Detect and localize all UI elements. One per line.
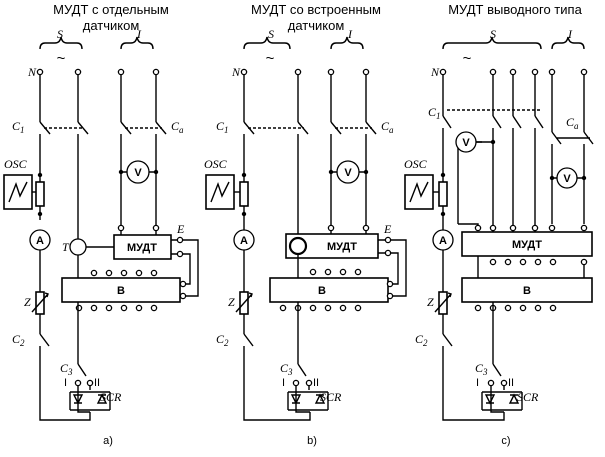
block-b-box	[461, 277, 593, 303]
svg-text:~: ~	[266, 50, 275, 67]
terminal	[117, 68, 125, 76]
svg-text:N: N	[430, 65, 440, 79]
oscilloscope-wave-icon	[210, 181, 230, 203]
panel-c-brace-i	[551, 36, 585, 50]
svg-text:OSC: OSC	[204, 157, 228, 171]
shunt-resistor	[239, 181, 249, 207]
panel-c-caption: c)	[501, 435, 510, 447]
svg-text:V: V	[134, 167, 142, 179]
scr-thyristor-icon	[290, 393, 326, 405]
panel-a-label-c3: C3	[60, 361, 73, 377]
svg-text:V: V	[344, 167, 352, 179]
panel-a-label-t: T	[62, 240, 70, 254]
svg-text:МУДТ: МУДТ	[512, 239, 542, 251]
panel-a-label-c2: C2	[12, 332, 25, 348]
terminal	[152, 68, 160, 76]
panel-a-label-osc: OSC	[4, 157, 28, 171]
b-terminals-top	[90, 269, 158, 277]
svg-text:A: A	[36, 235, 44, 247]
shunt-resistor	[438, 181, 448, 207]
svg-text:N: N	[231, 65, 241, 79]
panel-a-label-c1: C1	[12, 119, 25, 135]
svg-text:C2: C2	[415, 332, 428, 348]
svg-text:МУДТ: МУДТ	[327, 241, 357, 253]
svg-text:B: B	[318, 285, 326, 297]
panel-a-label-z: Z	[24, 295, 31, 309]
svg-text:A: A	[240, 235, 248, 247]
panel-a-label-i: I	[136, 27, 142, 41]
panel-a: МУДТ с отдельным датчиком S ~ I N C1 Ca …	[3, 2, 199, 447]
current-sensor-icon	[69, 238, 87, 256]
svg-text:Z: Z	[427, 295, 434, 309]
panel-a-title-line2: датчиком	[83, 18, 140, 33]
block-b-box	[61, 277, 181, 303]
svg-text:OSC: OSC	[404, 157, 428, 171]
block-b-box	[269, 277, 389, 303]
svg-text:I: I	[567, 27, 573, 41]
panel-a-caption: a)	[103, 435, 113, 447]
panel-b-title-line1: МУДТ со встроенным	[251, 2, 381, 17]
svg-text:II: II	[94, 377, 100, 389]
panel-c-title: МУДТ выводного типа	[448, 2, 582, 17]
svg-text:SCR: SCR	[320, 390, 342, 404]
svg-text:I: I	[476, 377, 479, 389]
svg-text:Ca: Ca	[381, 119, 394, 135]
panel-b-brace-s	[243, 36, 291, 50]
svg-text:V: V	[462, 137, 470, 149]
scr-thyristor-icon	[72, 393, 108, 405]
panel-a-label-s: S	[57, 27, 63, 41]
svg-text:~: ~	[463, 50, 472, 67]
voltmeter-icon	[556, 167, 578, 189]
voltmeter-icon	[336, 160, 360, 184]
svg-text:A: A	[439, 235, 447, 247]
svg-text:C3: C3	[475, 361, 488, 377]
svg-text:I: I	[64, 377, 67, 389]
svg-text:II: II	[313, 377, 319, 389]
voltmeter-icon	[126, 160, 150, 184]
panel-b-title-line2: датчиком	[288, 18, 345, 33]
svg-text:B: B	[523, 285, 531, 297]
svg-text:C1: C1	[216, 119, 229, 135]
panel-c: МУДТ выводного типа S ~ I N C1 V Ca V OS…	[404, 2, 594, 447]
shunt-resistor	[35, 181, 45, 207]
svg-text:E: E	[383, 222, 392, 236]
built-in-sensor-icon	[288, 236, 308, 256]
svg-text:Z: Z	[228, 295, 235, 309]
panel-a-title-line1: МУДТ с отдельным	[53, 2, 169, 17]
panel-b: МУДТ со встроенным датчиком S ~ I N C1 C…	[204, 2, 407, 447]
svg-text:C2: C2	[216, 332, 229, 348]
svg-text:B: B	[117, 285, 125, 297]
terminal	[74, 68, 82, 76]
svg-text:МУДТ: МУДТ	[127, 242, 157, 254]
oscilloscope-wave-icon	[409, 181, 429, 203]
panel-a-label-n: N	[27, 65, 37, 79]
svg-text:C3: C3	[280, 361, 293, 377]
panel-a-label-ca: Ca	[171, 119, 184, 135]
panel-b-brace-i	[330, 36, 364, 50]
svg-text:I: I	[282, 377, 285, 389]
svg-text:C1: C1	[428, 105, 441, 121]
svg-text:V: V	[563, 173, 571, 185]
svg-text:II: II	[508, 377, 514, 389]
panel-c-brace-s	[442, 36, 542, 50]
b-terminals-bottom	[75, 304, 158, 312]
panel-a-brace-i	[120, 36, 154, 50]
svg-text:Ca: Ca	[566, 115, 579, 131]
panel-a-label-e: E	[176, 222, 185, 236]
oscilloscope-wave-icon	[8, 181, 28, 203]
svg-text:SCR: SCR	[517, 390, 539, 404]
svg-text:S: S	[490, 27, 496, 41]
panel-a-label-scr: SCR	[100, 390, 122, 404]
panel-a-brace-s	[39, 36, 83, 50]
scr-thyristor-icon	[484, 393, 520, 405]
mudt-box	[461, 231, 593, 257]
panel-a-tilde: ~	[57, 50, 66, 67]
svg-text:I: I	[347, 27, 353, 41]
mudt-box	[113, 234, 172, 260]
panel-b-caption: b)	[307, 435, 317, 447]
terminal	[36, 68, 44, 76]
svg-text:S: S	[268, 27, 274, 41]
